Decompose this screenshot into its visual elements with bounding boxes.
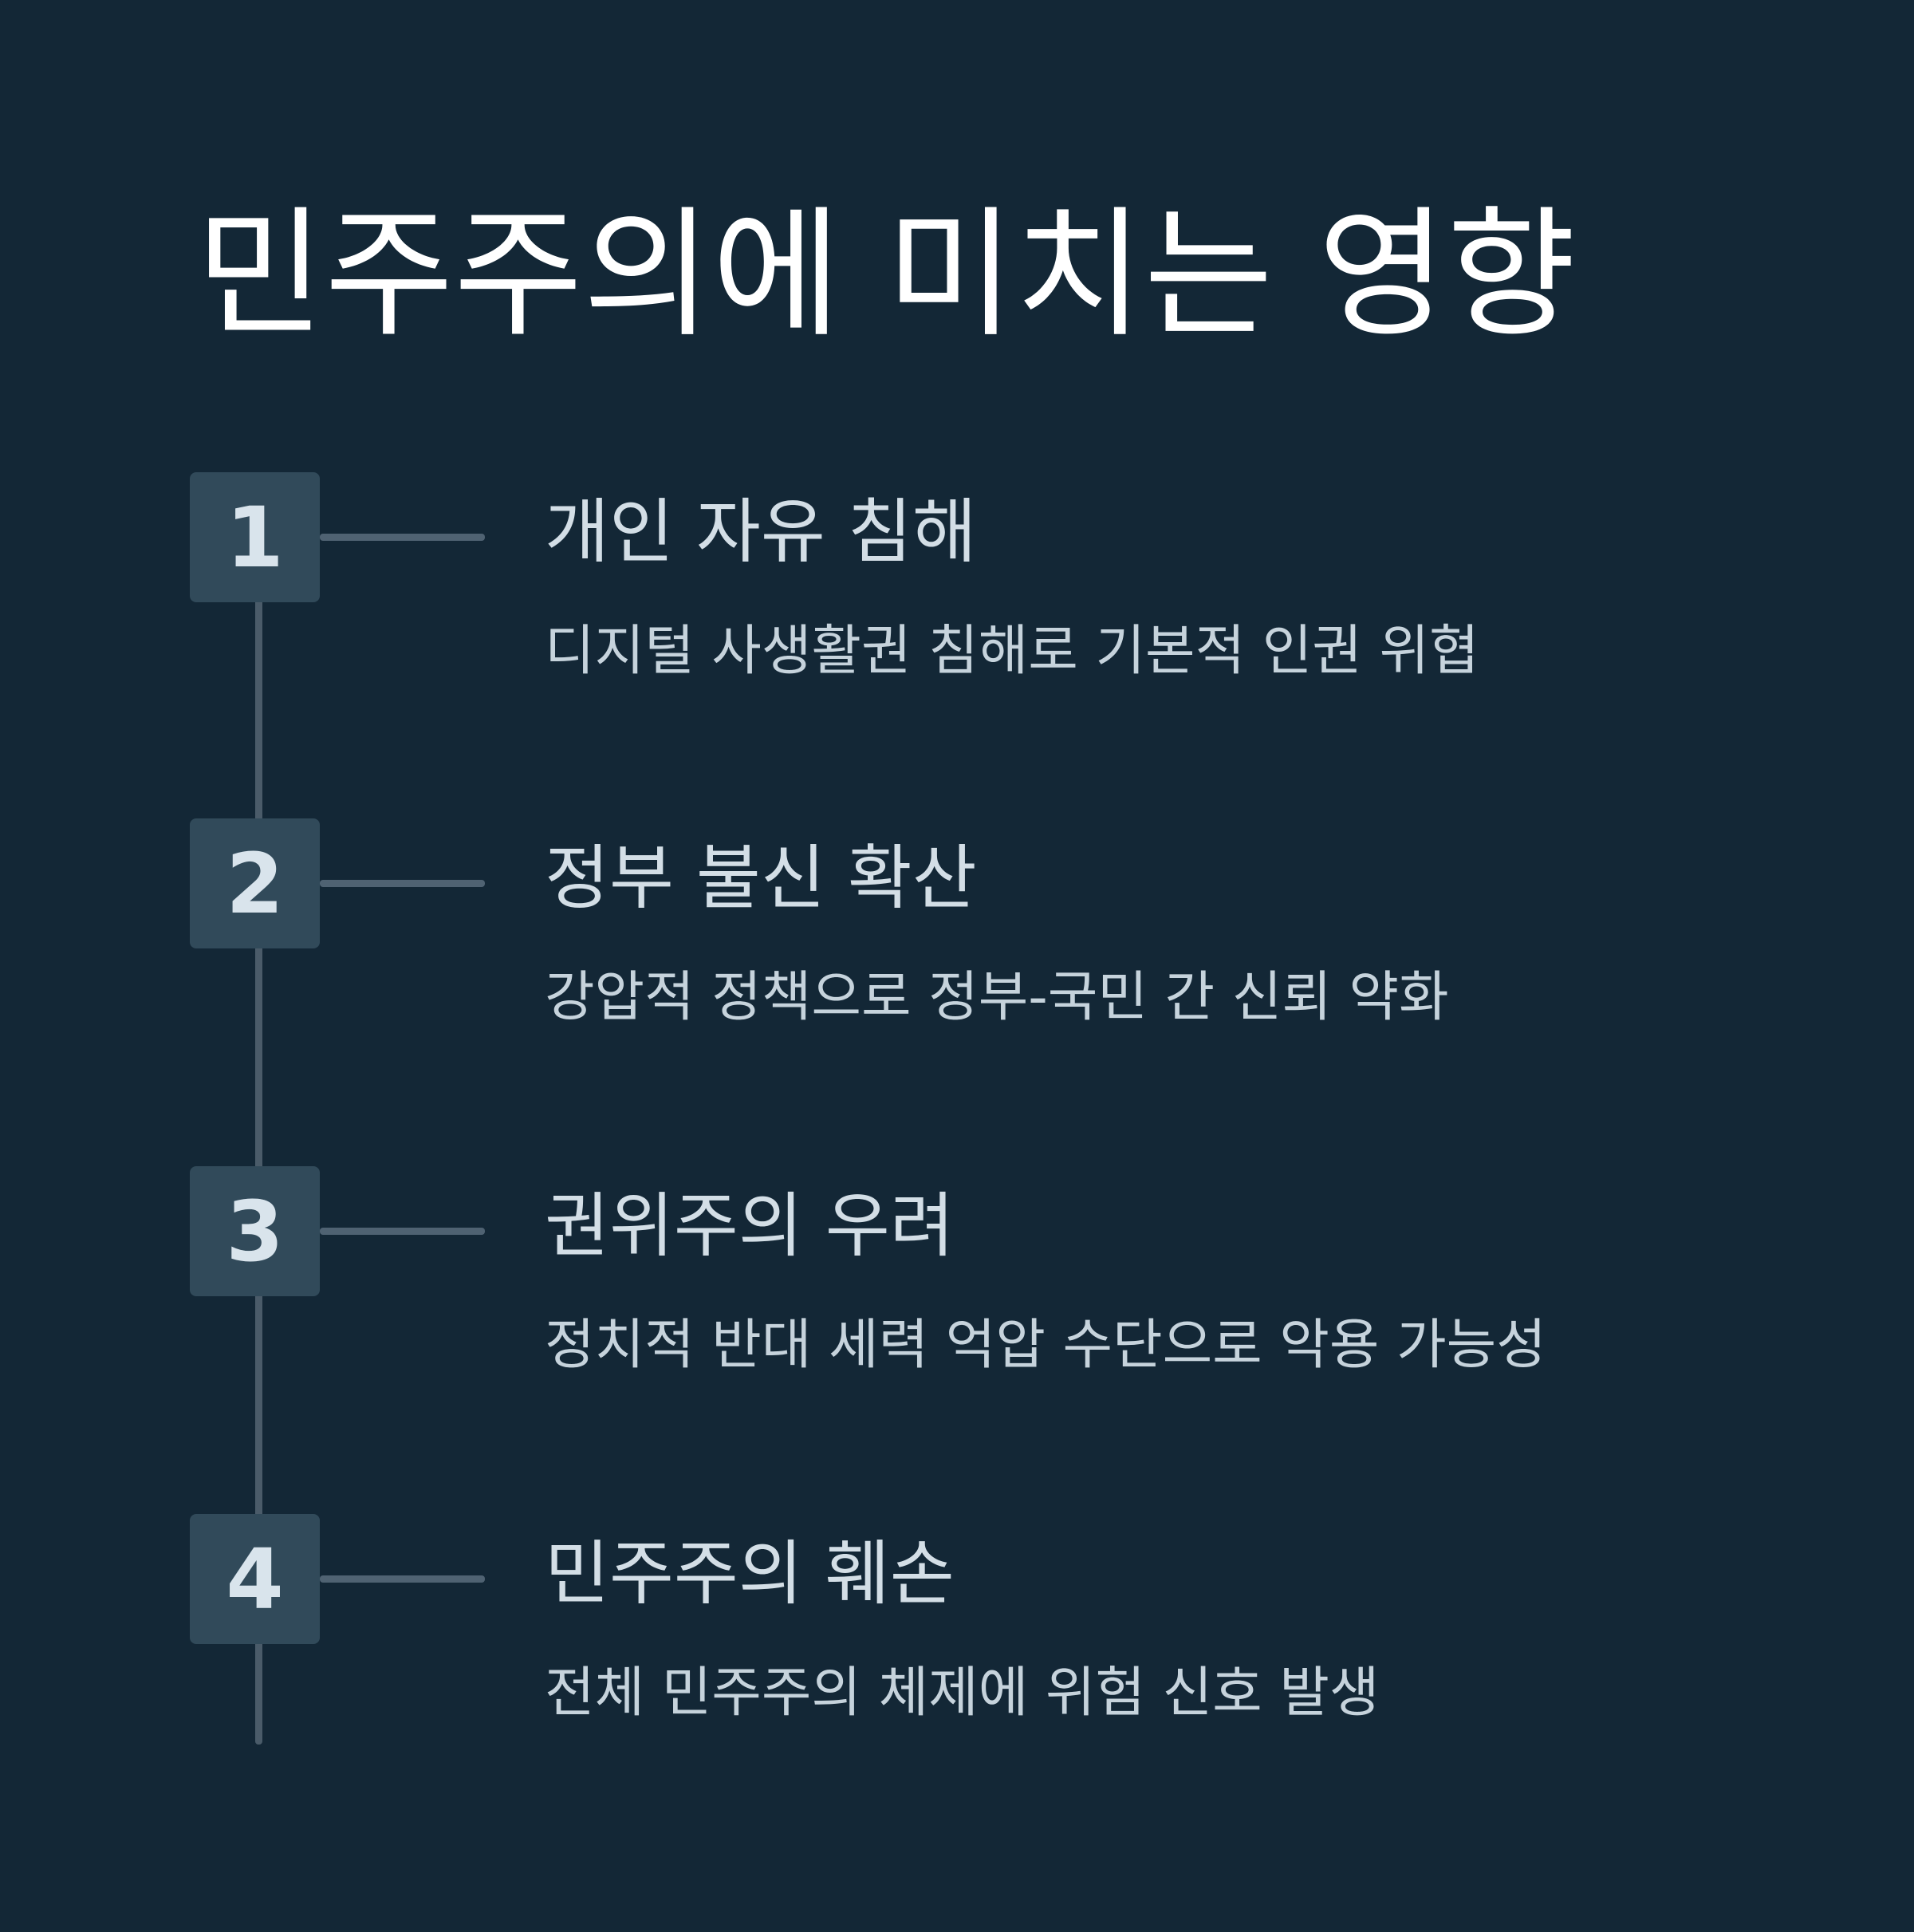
step-description: 디지털 사생활권 침해로 기본적 인권 위협 [545,620,1479,683]
step-number: 2 [226,834,284,932]
step-number-badge: 4 [190,1514,320,1644]
step-description: 전체 민주주의 체제에 위험 신호 발생 [545,1662,1380,1725]
step-connector [320,880,485,887]
step-number: 1 [226,488,284,586]
timeline-step-4: 4 민주주의 훼손 전체 민주주의 체제에 위험 신호 발생 [0,1514,1914,1753]
page-title: 민주주의에 미치는 영향 [195,193,1577,357]
step-description: 정치적 반대 세력 억압 수단으로 악용 가능성 [545,1314,1546,1377]
step-connector [320,534,485,541]
step-title: 개인 자유 침해 [545,491,977,573]
step-title: 권위주의 우려 [545,1185,955,1267]
step-number: 3 [226,1182,284,1280]
step-number-badge: 3 [190,1166,320,1296]
step-connector [320,1575,485,1583]
step-number: 4 [226,1530,284,1628]
step-number-badge: 2 [190,818,320,948]
step-title: 정부 불신 확산 [545,837,977,919]
timeline-step-1: 1 개인 자유 침해 디지털 사생활권 침해로 기본적 인권 위협 [0,472,1914,712]
timeline-spine [255,558,262,1745]
timeline-step-2: 2 정부 불신 확산 강압적 정책으로 정부-국민 간 신뢰 약화 [0,818,1914,1058]
step-number-badge: 1 [190,472,320,602]
timeline-step-3: 3 권위주의 우려 정치적 반대 세력 억압 수단으로 악용 가능성 [0,1166,1914,1406]
step-connector [320,1228,485,1235]
step-description: 강압적 정책으로 정부-국민 간 신뢰 약화 [545,966,1449,1029]
step-title: 민주주의 훼손 [545,1532,955,1615]
